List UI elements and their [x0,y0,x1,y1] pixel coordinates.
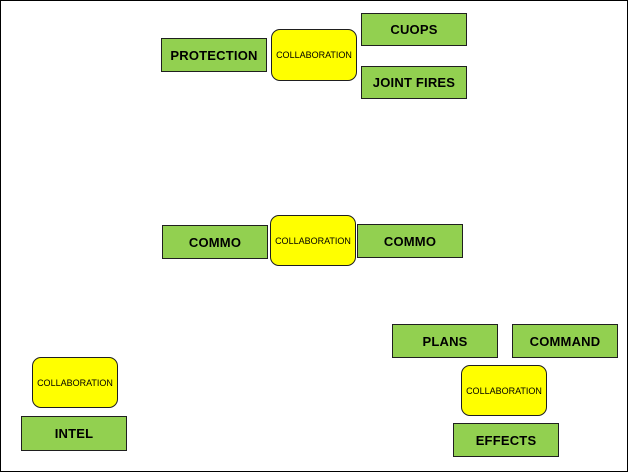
joint-fires-box: JOINT FIRES [361,66,467,99]
commo-box-right: COMMO [357,224,463,258]
collaboration-box-top: COLLABORATION [271,29,357,81]
intel-box: INTEL [21,416,127,451]
command-box: COMMAND [512,324,618,358]
commo-box-left: COMMO [162,225,268,259]
protection-box: PROTECTION [161,38,267,72]
collaboration-box-bottom-right: COLLABORATION [461,365,547,416]
cuops-box: CUOPS [361,13,467,46]
plans-box: PLANS [392,324,498,358]
collaboration-box-bottom-left: COLLABORATION [32,357,118,408]
collaboration-box-middle: COLLABORATION [270,215,356,266]
effects-box: EFFECTS [453,423,559,457]
